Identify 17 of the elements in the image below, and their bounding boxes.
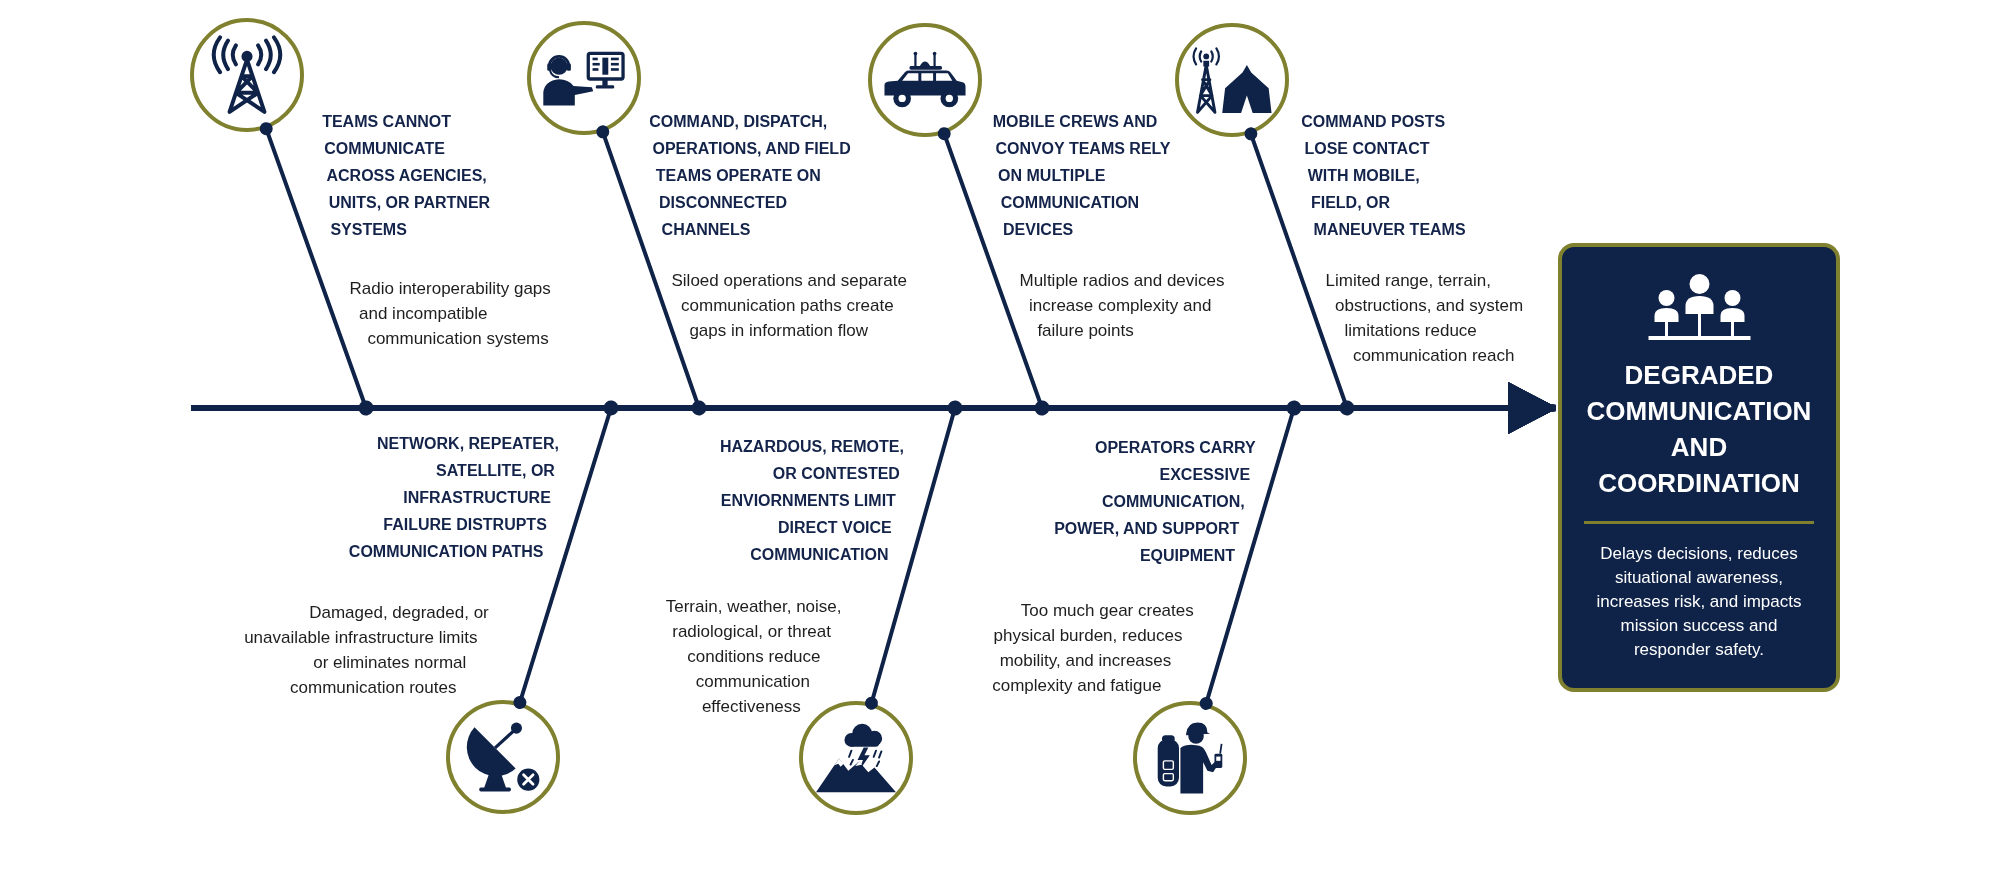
cause-heading: NETWORK, REPEATER, SATELLITE, OR INFRASTRUCTURE FAILURE DISTRUPTS COMMUNICATION PATHS <box>347 434 560 562</box>
cause-heading: MOBILE CREWS AND CONVOY TEAMS RELY ON MULTIPLE COMMUNICATION DEVICES <box>991 112 1172 240</box>
effect-description: Delays decisions, reduces situational awareness, increases risk, and impacts mission success and responder safety. <box>1595 543 1803 661</box>
cause-description: Limited range, terrain, obstructions, and system limitations reduce communication reach <box>1324 270 1525 367</box>
cause-heading: OPERATORS CARRY EXCESSIVE COMMUNICATION, POWER, AND SUPPORT EQUIPMENT <box>1053 438 1257 566</box>
cause-description: Too much gear creates physical burden, reduces mobility, and increases complexity and fatigue <box>991 600 1195 697</box>
cause-heading: HAZARDOUS, REMOTE, OR CONTESTED ENVIORNMENTS LIMIT DIRECT VOICE COMMUNICATION <box>718 437 905 565</box>
effect-box <box>1558 243 1840 692</box>
cause-heading: COMMAND POSTS LOSE CONTACT WITH MOBILE, FIELD, OR MANEUVER TEAMS <box>1300 112 1467 240</box>
effect-title: DEGRADED COMMUNICATION AND COORDINATION <box>1585 359 1813 500</box>
cause-description: Radio interoperability gaps and incompatible communication systems <box>348 278 552 350</box>
cause-description: Terrain, weather, noise, radiological, or threat conditions reduce communication effectiveness <box>664 596 843 718</box>
cause-description: Damaged, degraded, or unavailable infrastructure limits or eliminates normal communication routes <box>243 602 490 699</box>
cause-description: Siloed operations and separate communication paths create gaps in information flow <box>670 270 908 342</box>
cause-heading: COMMAND, DISPATCH, OPERATIONS, AND FIELD TEAMS OPERATE ON DISCONNECTED CHANNELS <box>648 112 851 240</box>
cause-description: Multiple radios and devices increase complexity and failure points <box>1018 270 1226 342</box>
cause-heading: TEAMS CANNOT COMMUNICATE ACROSS AGENCIES, UNITS, OR PARTNER SYSTEMS <box>321 112 492 240</box>
